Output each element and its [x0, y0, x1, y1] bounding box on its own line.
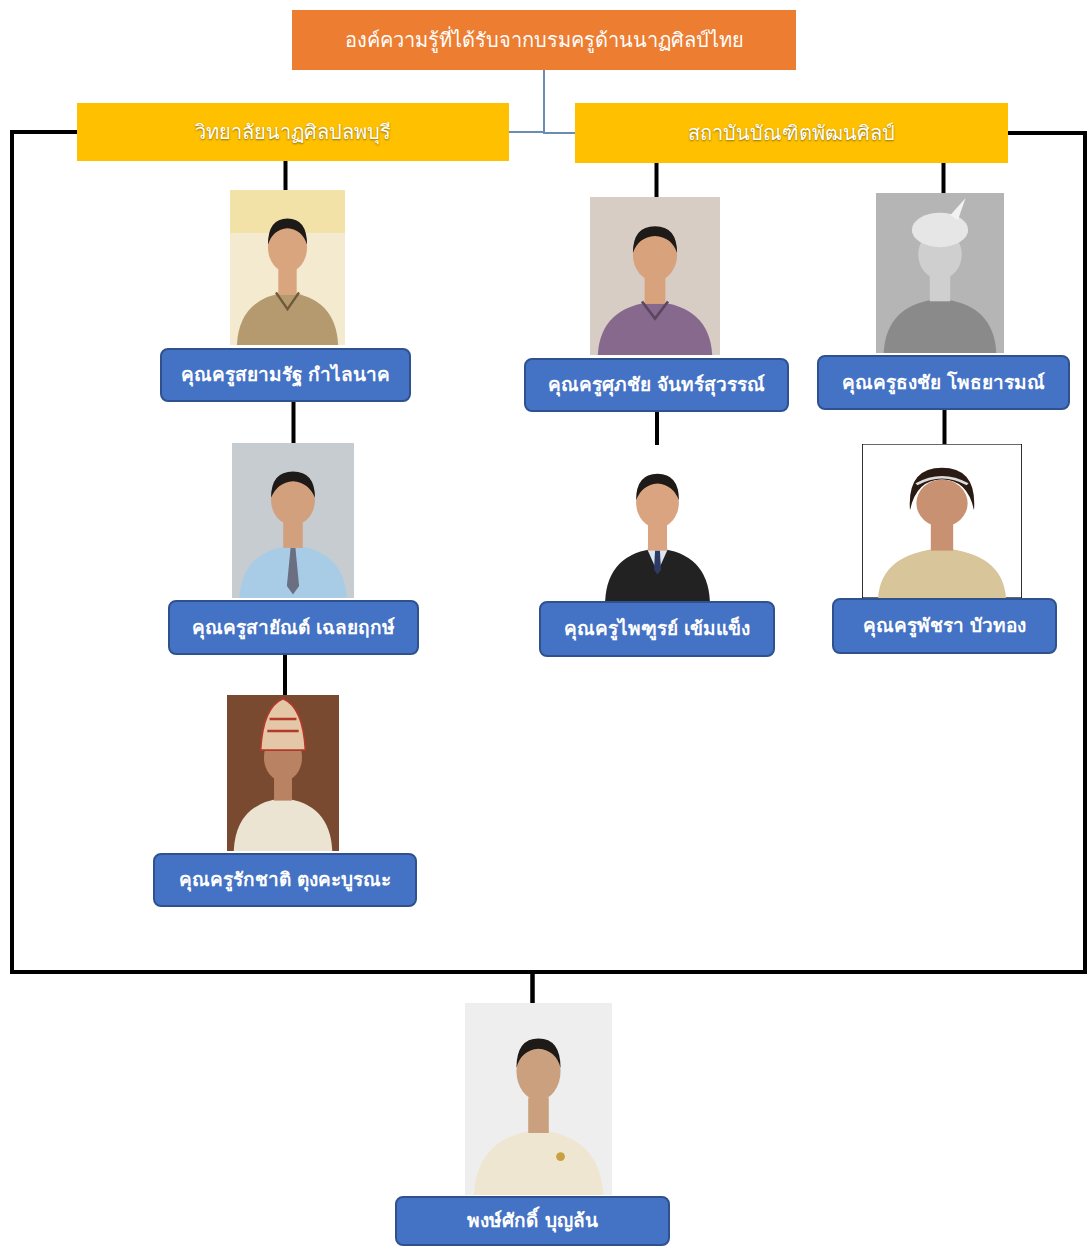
- portrait-photo: [232, 443, 354, 598]
- node-label: วิทยาลัยนาฏศิลปลพบุรี: [195, 119, 391, 146]
- connector-line: [544, 70, 575, 133]
- institution-band: วิทยาลัยนาฏศิลปลพบุรี: [77, 103, 509, 161]
- connector-line: [942, 163, 946, 193]
- name-label-box: คุณครูธงชัย โพธยารมณ์: [817, 355, 1070, 410]
- name-label-box: คุณครูศุภชัย จันทร์สุวรรณ์: [524, 358, 789, 412]
- teacher-node: คุณครูรักชาติ ตุงคะบูรณะ: [153, 695, 417, 907]
- portrait-photo: [876, 193, 1004, 353]
- portrait-photo: [227, 695, 339, 851]
- node-label: คุณครูพัชรา บัวทอง: [863, 613, 1027, 639]
- portrait-photo: [230, 190, 345, 345]
- node-label: สถาบันบัณฑิตพัฒนศิลป์: [688, 120, 895, 147]
- connector-line: [655, 412, 659, 445]
- node-label: คุณครูสายัณต์ เฉลยฤกษ์: [192, 615, 396, 641]
- title-box: องค์ความรู้ที่ได้รับจากบรมครูด้านนาฏศิลป…: [292, 10, 796, 70]
- name-label-box: คุณครูรักชาติ ตุงคะบูรณะ: [153, 853, 417, 907]
- name-label-box: คุณครูสายัณต์ เฉลยฤกษ์: [168, 600, 419, 655]
- connector-line: [509, 70, 544, 132]
- connector-line: [655, 163, 659, 197]
- name-label-box: คุณครูไพฑูรย์ เข้มแข็ง: [539, 601, 775, 657]
- node-label: คุณครูศุภชัย จันทร์สุวรรณ์: [548, 372, 766, 398]
- name-label-box: คุณครูสยามรัฐ กำไลนาค: [160, 348, 411, 402]
- node-label: พงษ์ศักดิ์ บุญล้น: [467, 1208, 598, 1234]
- institution-node: วิทยาลัยนาฏศิลปลพบุรี: [77, 103, 509, 161]
- teacher-node: คุณครูไพฑูรย์ เข้มแข็ง: [539, 445, 775, 657]
- name-label-box: พงษ์ศักดิ์ บุญล้น: [395, 1196, 670, 1246]
- teacher-node: คุณครูพัชรา บัวทอง: [832, 444, 1057, 654]
- connector-line: [943, 410, 947, 444]
- node-label: คุณครูธงชัย โพธยารมณ์: [842, 370, 1046, 396]
- portrait-photo: [465, 1003, 612, 1195]
- title-node: องค์ความรู้ที่ได้รับจากบรมครูด้านนาฏศิลป…: [292, 10, 796, 70]
- node-label: คุณครูไพฑูรย์ เข้มแข็ง: [564, 616, 751, 642]
- portrait-photo: [862, 444, 1022, 598]
- teacher-node: คุณครูสยามรัฐ กำไลนาค: [160, 190, 411, 402]
- connector-line: [284, 161, 288, 190]
- portrait-photo: [590, 197, 720, 355]
- node-label: องค์ความรู้ที่ได้รับจากบรมครูด้านนาฏศิลป…: [345, 27, 744, 54]
- name-label-box: คุณครูพัชรา บัวทอง: [832, 598, 1057, 654]
- connector-line: [12, 132, 533, 1003]
- portrait-photo: [598, 445, 717, 601]
- teacher-node: คุณครูศุภชัย จันทร์สุวรรณ์: [524, 197, 789, 412]
- node-label: คุณครูรักชาติ ตุงคะบูรณะ: [179, 867, 392, 893]
- teacher-node: พงษ์ศักดิ์ บุญล้น: [395, 1003, 670, 1246]
- institution-band: สถาบันบัณฑิตพัฒนศิลป์: [575, 103, 1008, 163]
- connector-line: [283, 655, 287, 695]
- connector-line: [292, 402, 296, 443]
- institution-node: สถาบันบัณฑิตพัฒนศิลป์: [575, 103, 1008, 163]
- teacher-node: คุณครูสายัณต์ เฉลยฤกษ์: [168, 443, 419, 655]
- connector-line: [533, 133, 1086, 1003]
- teacher-node: คุณครูธงชัย โพธยารมณ์: [817, 193, 1070, 410]
- node-label: คุณครูสยามรัฐ กำไลนาค: [181, 362, 391, 388]
